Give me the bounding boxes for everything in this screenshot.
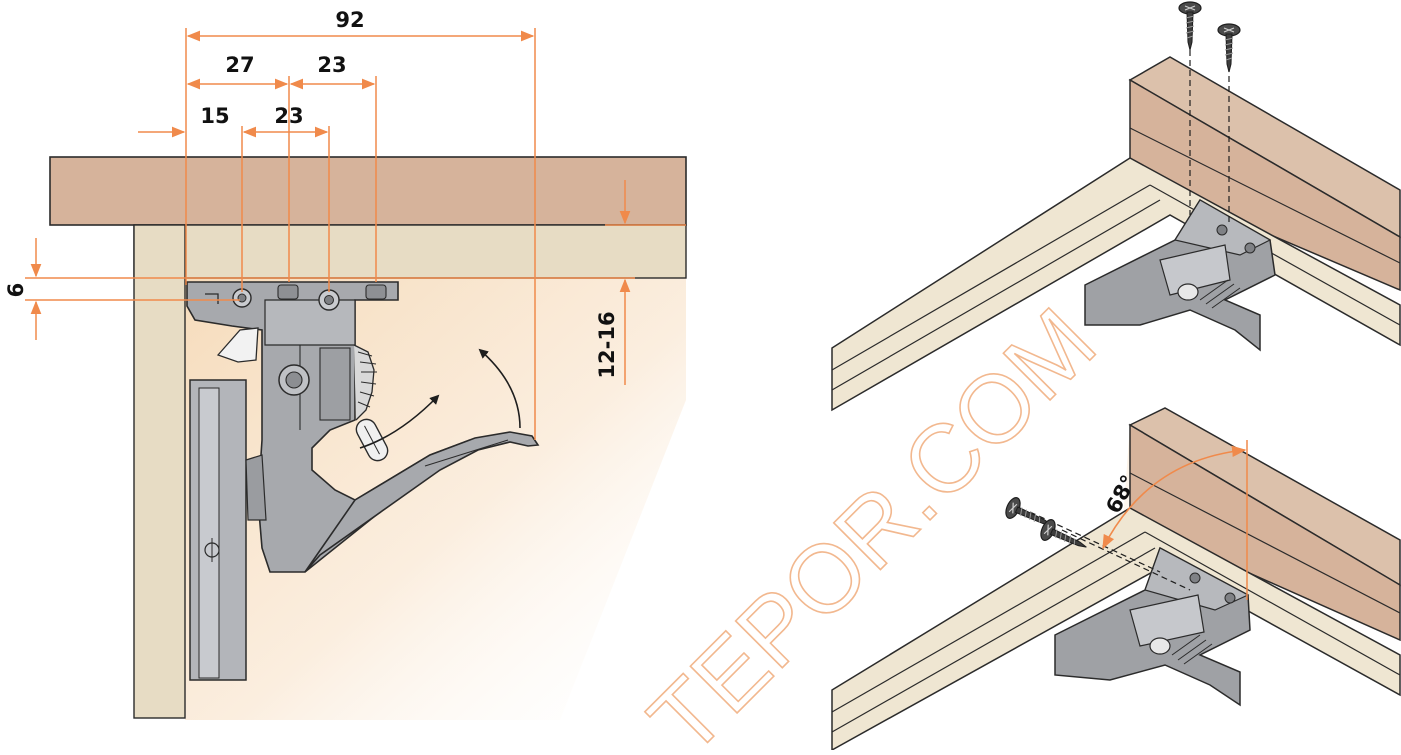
dim-edge-offset: 15	[200, 104, 229, 128]
dim-vertical-offset: 6	[4, 283, 28, 298]
mechanism-iso-top	[1084, 198, 1276, 352]
iso-view-top	[831, 1, 1401, 412]
rotate-arrow-icon	[478, 348, 521, 429]
dim-panel-thickness: 12-16	[595, 311, 619, 378]
dimension-lines	[25, 28, 686, 440]
angle-arc-icon	[1102, 445, 1247, 550]
wood-screw-icon	[1178, 1, 1202, 51]
iso-view-bottom: 68°	[831, 407, 1401, 752]
dim-overall-width: 92	[335, 8, 364, 32]
dim-hole-spacing-c: 23	[274, 104, 303, 128]
cabinet-rail	[133, 224, 687, 279]
push-latch-mechanism	[186, 281, 540, 573]
side-rail	[831, 157, 1401, 412]
dim-hole-spacing-a: 27	[225, 53, 254, 77]
door-front	[189, 379, 247, 681]
section-view: 92 27 23 15 23 6 12-16	[4, 8, 687, 720]
wood-screw-icon	[1217, 23, 1241, 73]
side-panel	[133, 224, 186, 719]
countertop-board	[49, 156, 687, 226]
pull-arrow-icon	[359, 394, 440, 449]
board-front-face	[1129, 78, 1401, 292]
dim-hole-spacing-b: 23	[317, 53, 346, 77]
